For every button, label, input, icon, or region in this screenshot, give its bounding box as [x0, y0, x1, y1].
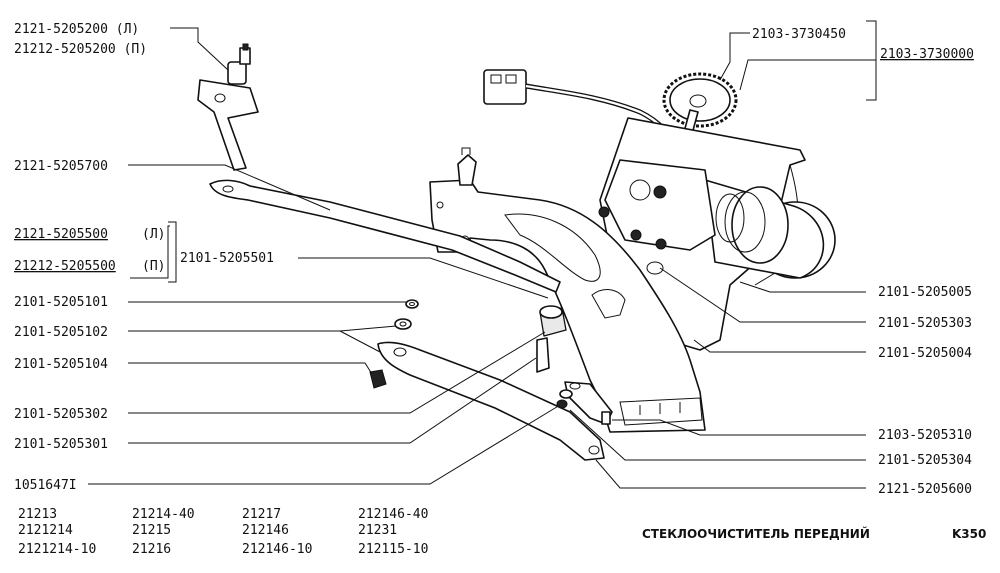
drive-gear — [662, 72, 738, 135]
part-label-2101-5205102: 2101-5205102 — [14, 325, 108, 340]
part-label-2101-5205302: 2101-5205302 — [14, 407, 108, 422]
model-4-1: 212146-40 — [358, 507, 428, 522]
model-4-2: 21231 — [358, 523, 397, 538]
model-4-3: 212115-10 — [358, 542, 428, 557]
left-labels: 2121-5205200 (Л) 21212-5205200 (П) 2121-… — [14, 22, 274, 493]
model-2-1: 21214-40 — [132, 507, 195, 522]
wiper-motor — [598, 159, 836, 279]
crank-lever — [564, 381, 613, 425]
part-label-2101-5205101: 2101-5205101 — [14, 295, 108, 310]
lower-link-rod — [377, 341, 605, 461]
part-label-2121-5205600: 2121-5205600 — [878, 482, 972, 497]
small-hardware — [369, 299, 573, 409]
part-label-2121-5205200: 2121-5205200 (Л) — [14, 22, 139, 37]
model-list: 21213 2121214 2121214-10 21214-40 21215 … — [18, 507, 428, 557]
part-label-2101-5205501: 2101-5205501 — [180, 251, 274, 266]
part-label-2101-5205304: 2101-5205304 — [878, 453, 972, 468]
part-label-2121-5205500: 2121-5205500 — [14, 227, 108, 242]
model-1-1: 21213 — [18, 507, 57, 522]
right-labels: 2103-3730450 2103-3730000 2101-5205005 2… — [752, 20, 974, 497]
page-code: K350 — [952, 527, 986, 541]
parts-drawing — [197, 43, 836, 461]
diagram-title: СТЕКЛООЧИСТИТЕЛЬ ПЕРЕДНИЙ — [642, 526, 870, 541]
left-spindle-bracket — [197, 43, 259, 171]
model-1-3: 2121214-10 — [18, 542, 96, 557]
upper-link-rod — [209, 179, 561, 293]
part-label-2101-5205303: 2101-5205303 — [878, 316, 972, 331]
leader-lines — [88, 20, 877, 489]
part-label-2101-5205004: 2101-5205004 — [878, 346, 972, 361]
part-label-2103-3730450: 2103-3730450 — [752, 27, 846, 42]
part-label-2103-5205310: 2103-5205310 — [878, 428, 972, 443]
part-label-2103-3730000: 2103-3730000 — [880, 47, 974, 62]
part-label-2101-5205005: 2101-5205005 — [878, 285, 972, 300]
model-3-3: 212146-10 — [242, 542, 312, 557]
model-3-1: 21217 — [242, 507, 281, 522]
part-label-2121-5205700: 2121-5205700 — [14, 159, 108, 174]
model-1-2: 2121214 — [18, 523, 73, 538]
part-label-21212-5205200: 21212-5205200 (П) — [14, 42, 147, 57]
part-label-2101-5205301: 2101-5205301 — [14, 437, 108, 452]
model-3-2: 212146 — [242, 523, 289, 538]
part-label-suffix-right: (П) — [142, 259, 165, 274]
part-label-1051647I: 1051647I — [14, 478, 77, 493]
frame-bracket — [429, 147, 706, 433]
part-label-suffix-left: (Л) — [142, 227, 165, 242]
part-label-21212-5205500: 21212-5205500 — [14, 259, 116, 274]
part-label-2101-5205104: 2101-5205104 — [14, 357, 108, 372]
model-2-2: 21215 — [132, 523, 171, 538]
model-2-3: 21216 — [132, 542, 171, 557]
